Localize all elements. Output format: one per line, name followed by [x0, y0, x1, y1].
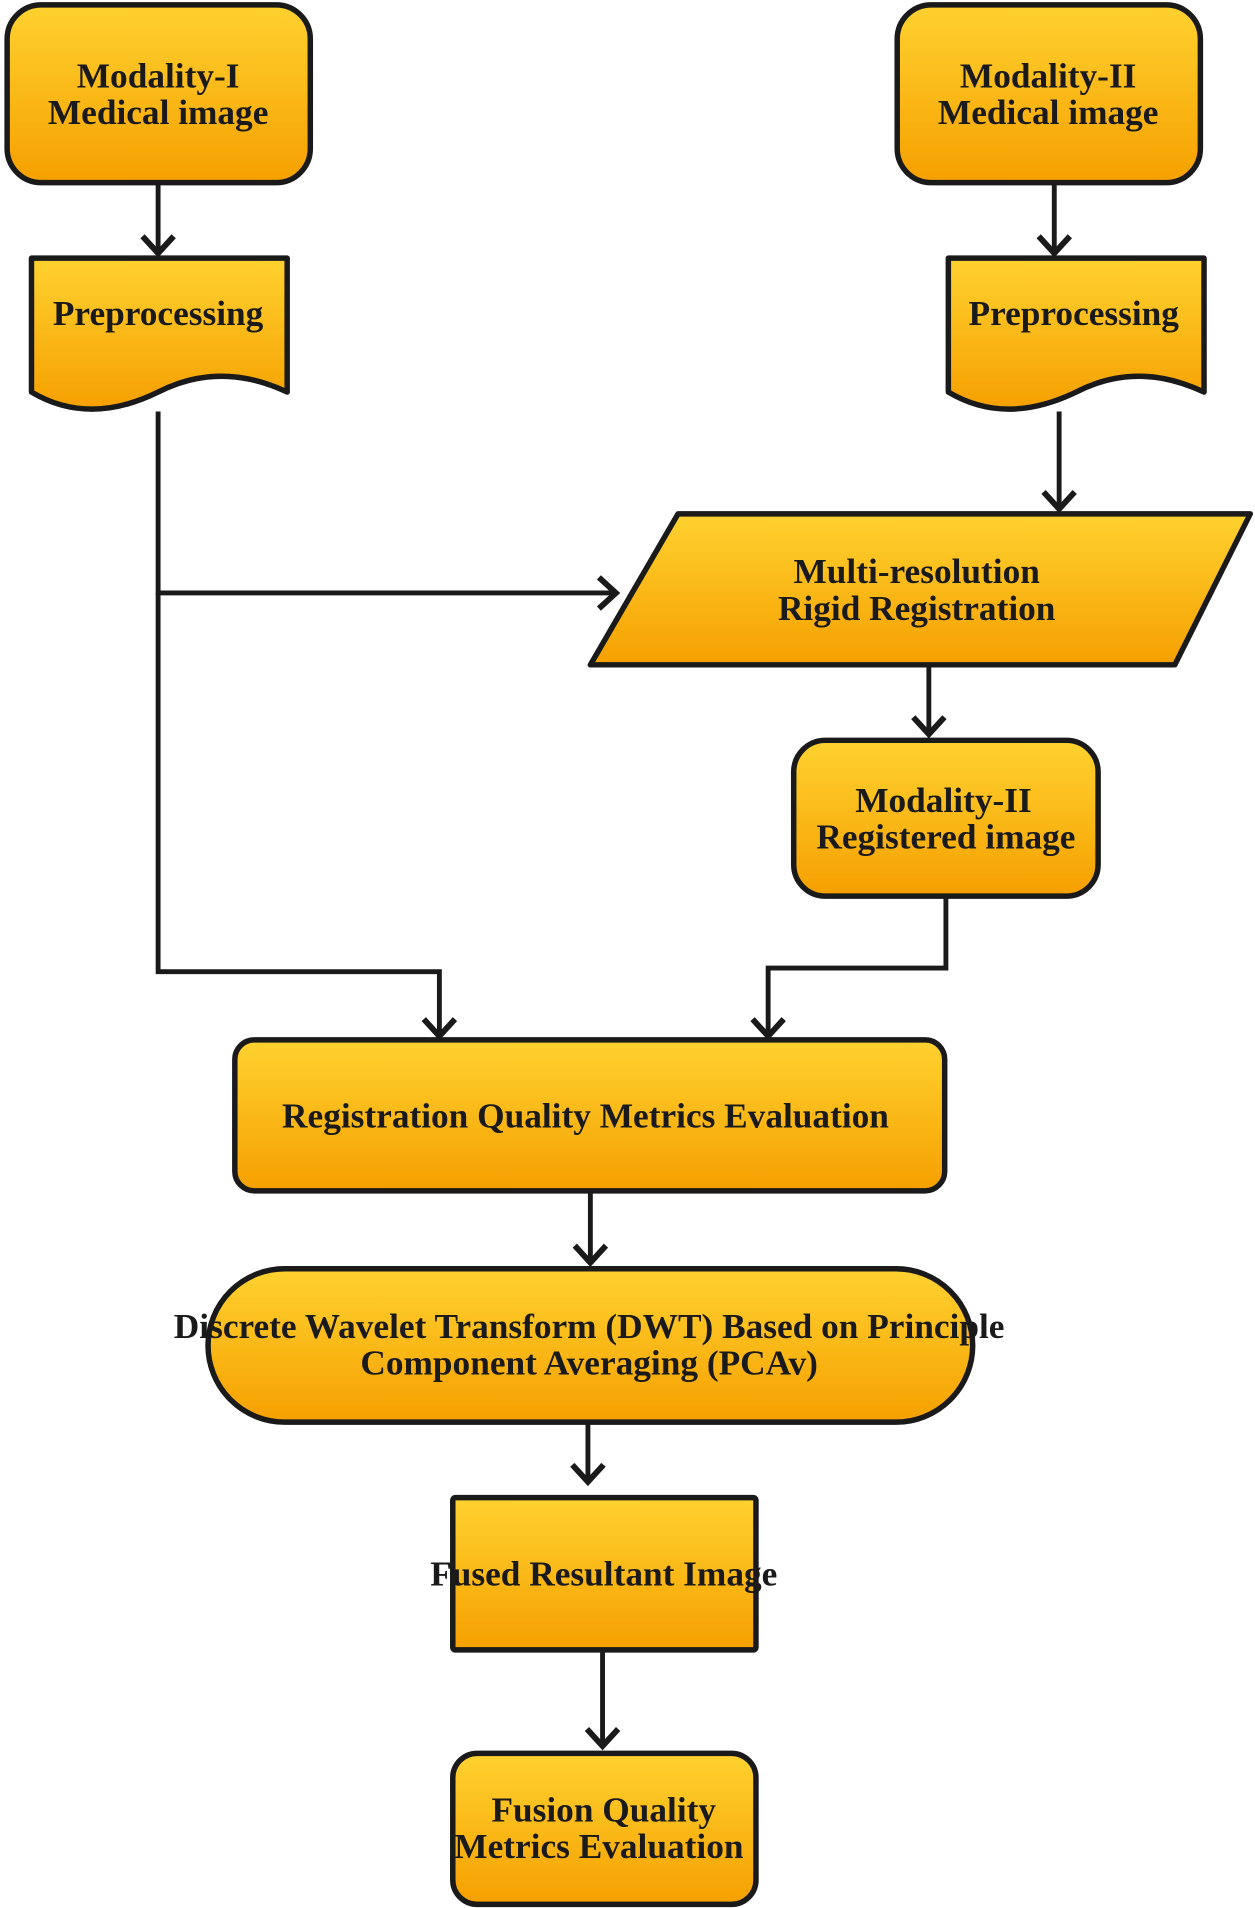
dwt-pcav-line1: Discrete Wavelet Transform (DWT) Based o…: [174, 1307, 1005, 1346]
node-preprocessing1: Preprocessing: [28, 255, 290, 412]
preprocessing2-label: Preprocessing: [969, 294, 1180, 333]
node-preprocessing2: Preprocessing: [945, 255, 1207, 412]
node-fusion-quality: Fusion Quality Metrics Evaluation: [450, 1750, 759, 1908]
dwt-pcav-line2: Component Averaging (PCAv): [360, 1344, 818, 1383]
registered-image-line1: Modality-II: [855, 781, 1032, 820]
node-registration: Multi-resolution Rigid Registration: [587, 511, 1254, 668]
modality1-line2: Medical image: [48, 93, 269, 132]
registration-quality-label: Registration Quality Metrics Evaluation: [282, 1097, 889, 1136]
preprocessing1-label: Preprocessing: [53, 294, 264, 333]
fused-image-label: Fused Resultant Image: [430, 1554, 777, 1593]
modality1-line1: Modality-I: [77, 57, 240, 96]
node-registered-image: Modality-II Registered image: [790, 737, 1101, 899]
node-dwt-pcav: Discrete Wavelet Transform (DWT) Based o…: [174, 1266, 1005, 1425]
node-modality2-input: Modality-II Medical image: [894, 2, 1204, 186]
modality2-line1: Modality-II: [960, 57, 1137, 96]
arrow-preprocessing1-to-registration: [155, 411, 621, 611]
registration-line1: Multi-resolution: [793, 552, 1040, 591]
registered-image-line2: Registered image: [816, 818, 1075, 857]
node-modality1-input: Modality-I Medical image: [4, 2, 314, 186]
fusion-quality-line2: Metrics Evaluation: [454, 1827, 744, 1866]
edges: [140, 182, 1077, 1751]
arrow-preprocessing1-to-quality: [155, 592, 458, 1041]
modality2-line2: Medical image: [938, 93, 1159, 132]
node-fused-image: Fused Resultant Image: [430, 1494, 777, 1653]
registration-line2: Rigid Registration: [778, 589, 1056, 628]
arrow-registered-image-to-quality: [750, 896, 949, 1041]
fusion-quality-line1: Fusion Quality: [491, 1791, 716, 1830]
node-registration-quality: Registration Quality Metrics Evaluation: [232, 1037, 948, 1194]
